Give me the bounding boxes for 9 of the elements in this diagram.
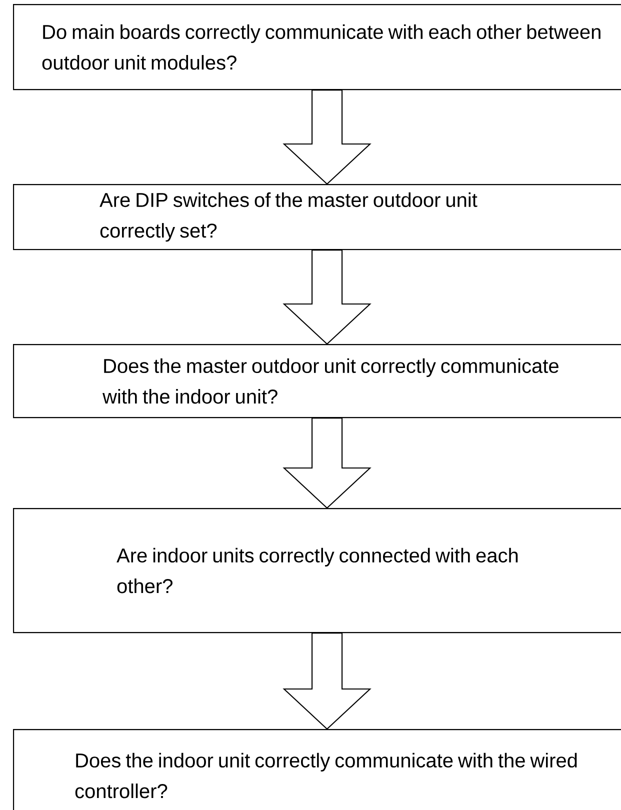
question-box: Do main boards correctly communicate with each other between outdoor unit modules? xyxy=(13,4,621,90)
question-box: Does the indoor unit correctly communicate with the wired controller? xyxy=(13,729,621,810)
block-arrow xyxy=(282,418,372,509)
question-box: Are indoor units correctly connected with each other? xyxy=(13,508,621,634)
block-arrow xyxy=(282,90,372,185)
block-arrow xyxy=(282,250,372,345)
question-box: Are DIP switches of the master outdoor unit correctly set? xyxy=(13,184,621,250)
block-arrow xyxy=(282,632,372,730)
question-box: Does the master outdoor unit correctly communicate with the indoor unit? xyxy=(13,344,621,418)
